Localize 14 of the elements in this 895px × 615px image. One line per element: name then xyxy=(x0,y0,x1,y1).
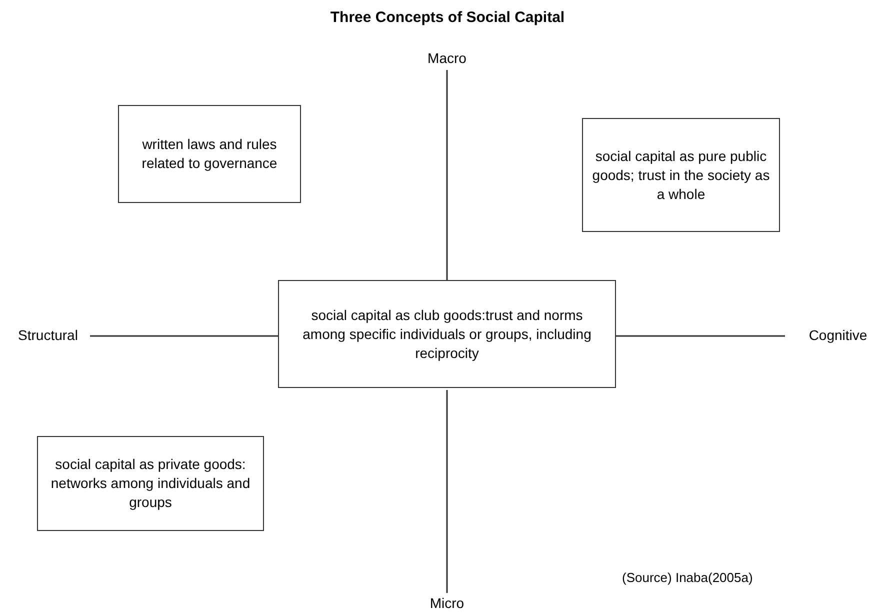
axis-label: Micro xyxy=(412,593,482,613)
source-note: (Source) Inaba(2005a) xyxy=(622,569,753,587)
axis-line xyxy=(90,335,278,337)
axis-label: Structural xyxy=(6,326,90,346)
diagram-title: Three Concepts of Social Capital xyxy=(329,8,566,28)
axis-label: Macro xyxy=(412,48,482,68)
concept-box: written laws and rules related to governance xyxy=(118,105,301,203)
concept-box: social capital as club goods:trust and norms among specific individuals or groups, including reciprocity xyxy=(278,280,616,388)
axis-line xyxy=(446,70,448,280)
concept-box: social capital as pure public goods; trust in the society as a whole xyxy=(582,118,780,232)
concept-box: social capital as private goods: networks among individuals and groups xyxy=(37,436,264,531)
axis-line xyxy=(616,335,785,337)
axis-line xyxy=(446,390,448,593)
axis-label: Cognitive xyxy=(783,326,893,346)
